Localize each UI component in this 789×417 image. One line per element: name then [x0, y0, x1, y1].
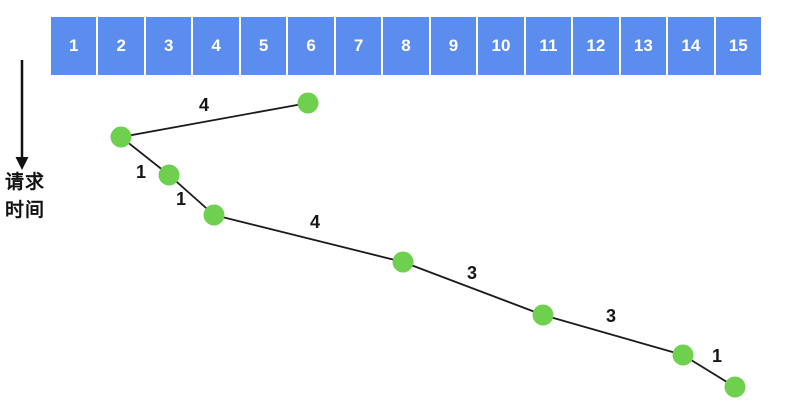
track-cell-11: 11 [525, 17, 572, 75]
seek-edge-11-to-14 [542, 314, 684, 356]
seek-distance-label: 4 [199, 95, 209, 115]
time-arrow-head-icon [15, 157, 29, 170]
track-cell-1: 1 [51, 17, 97, 75]
request-dot-track-4 [203, 204, 225, 226]
track-cell-7: 7 [335, 17, 382, 75]
track-cell-13: 13 [620, 17, 667, 75]
track-cell-4: 4 [193, 17, 239, 75]
track-cell-3: 3 [145, 17, 192, 75]
time-axis-label-line2: 时间 [5, 200, 46, 221]
request-dot-track-2 [110, 126, 132, 148]
seek-distance-label: 4 [310, 212, 320, 232]
request-dot-track-8 [392, 251, 414, 273]
time-arrow [15, 60, 29, 170]
request-dot-track-14 [672, 344, 694, 366]
track-cell-2: 2 [98, 17, 144, 75]
seek-distance-label: 1 [712, 346, 722, 366]
request-dot-track-15 [724, 376, 746, 398]
seek-edge-8-to-11 [402, 261, 544, 316]
track-cell-12: 12 [573, 17, 619, 75]
seek-edge-6-to-2 [120, 102, 309, 138]
request-dot-track-6 [297, 92, 319, 114]
seek-distance-label: 1 [136, 162, 146, 182]
time-axis: 请求 时间 [0, 0, 50, 240]
time-axis-label-line1: 请求 [5, 172, 46, 193]
track-cell-6: 6 [288, 17, 334, 75]
time-axis-label: 请求 时间 [5, 169, 50, 225]
track-cell-14: 14 [668, 17, 714, 75]
track-cell-8: 8 [383, 17, 429, 75]
request-dot-track-11 [532, 304, 554, 326]
seek-distance-label: 3 [606, 306, 616, 326]
track-cell-15: 15 [715, 17, 762, 75]
seek-distance-label: 3 [467, 263, 477, 283]
track-cell-9: 9 [430, 17, 477, 75]
track-cell-5: 5 [240, 17, 287, 75]
seek-edge-4-to-8 [213, 214, 404, 263]
track-cell-10: 10 [478, 17, 524, 75]
seek-distance-label: 1 [176, 189, 186, 209]
request-dot-track-3 [158, 164, 180, 186]
